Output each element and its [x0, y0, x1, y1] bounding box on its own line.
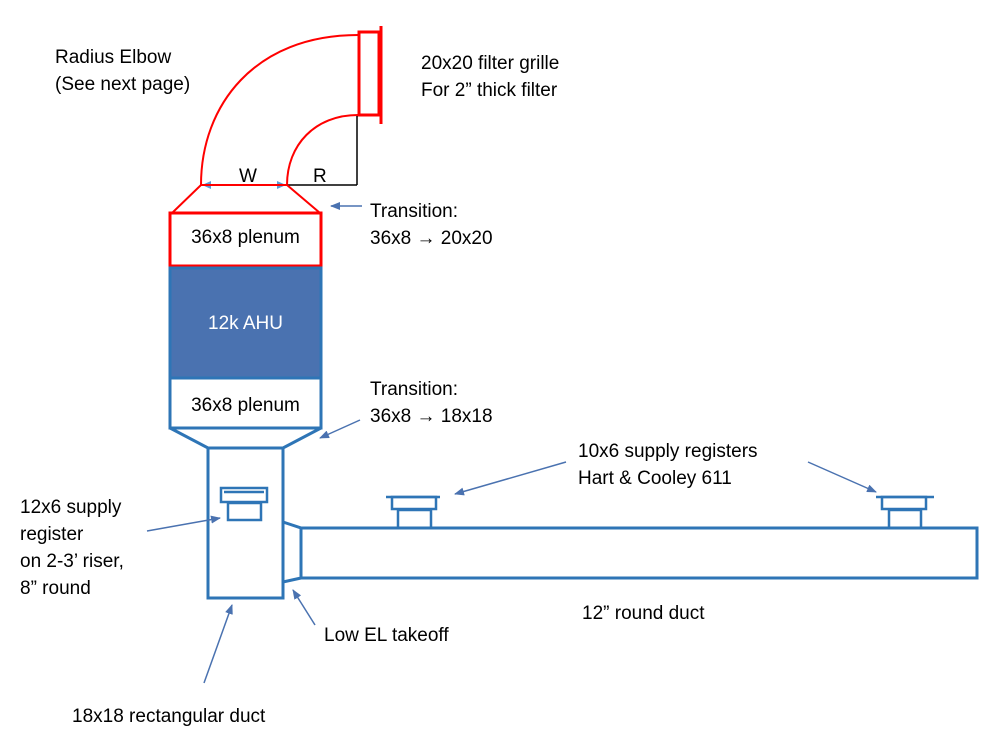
arrow-transition-bottom	[319, 419, 361, 439]
plenum-bottom	[168, 376, 323, 430]
plenum-top-label: 36x8 plenum	[191, 227, 300, 248]
dim-w-label: W	[239, 166, 257, 187]
arrow-supply-register-1	[454, 461, 567, 496]
low-el-takeoff	[281, 519, 303, 584]
radius-elbow	[200, 34, 359, 186]
elbow-outer-curve	[200, 34, 359, 186]
radius-elbow-label: Radius Elbow (See next page)	[55, 47, 191, 95]
transition-bottom-label: Transition: 36x8 → 18x18	[370, 379, 493, 427]
filter-grille-frame	[357, 30, 381, 117]
register-1-face	[390, 495, 438, 511]
plenum-bottom-label: 36x8 plenum	[191, 395, 300, 416]
dim-r-label: R	[313, 166, 327, 187]
round-duct	[299, 526, 979, 580]
arrow-low-el	[292, 589, 316, 626]
riser-register-face	[219, 486, 269, 504]
rect-duct-label: 18x18 rectangular duct	[72, 706, 266, 727]
riser-register-label: 12x6 supply register on 2-3’ riser, 8” r…	[20, 497, 124, 599]
riser-supply-register	[219, 486, 269, 522]
dimension-lines	[202, 116, 358, 189]
arrow-supply-register-2	[807, 461, 877, 493]
plenum-top	[168, 211, 323, 268]
round-duct-label: 12” round duct	[582, 603, 705, 624]
ahu-unit	[168, 266, 323, 380]
elbow-inner-curve	[286, 114, 359, 186]
supply-register-1	[386, 495, 440, 530]
supply-registers-label: 10x6 supply registers Hart & Cooley 611	[578, 441, 758, 489]
filter-grille	[357, 26, 383, 124]
supply-register-2	[876, 495, 934, 530]
transition-bottom	[169, 426, 322, 450]
register-2-face	[880, 495, 928, 511]
ahu-label: 12k AHU	[208, 313, 283, 334]
riser-register-boot	[226, 501, 263, 522]
transition-top-label: Transition: 36x8 → 20x20	[370, 201, 493, 249]
low-el-label: Low EL takeoff	[324, 625, 449, 646]
arrow-rect-duct	[203, 604, 233, 684]
register-1-boot	[396, 508, 433, 530]
arrow-riser-register	[146, 515, 221, 532]
filter-grille-label: 20x20 filter grille For 2” thick filter	[421, 53, 560, 101]
callout-arrows	[146, 202, 877, 684]
rectangular-duct	[206, 446, 285, 600]
register-2-boot	[887, 508, 923, 530]
